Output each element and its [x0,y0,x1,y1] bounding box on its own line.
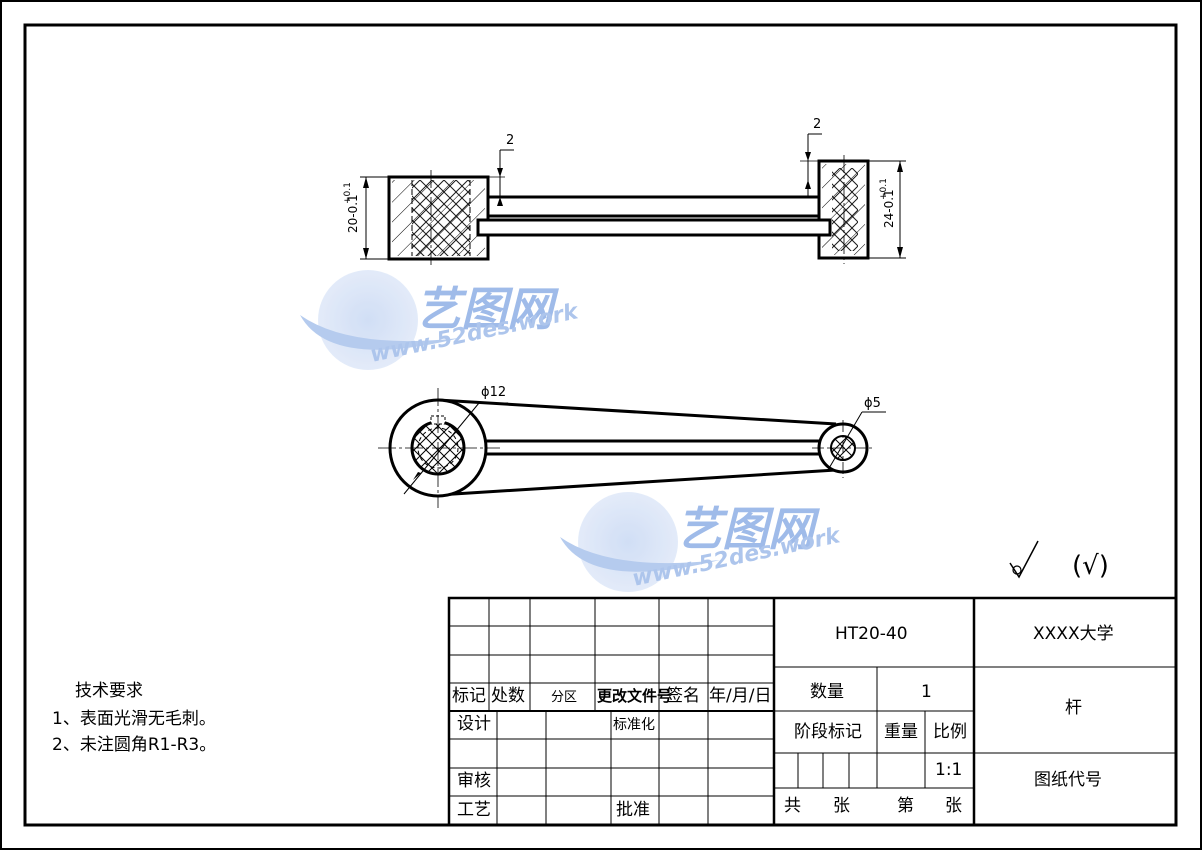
front-view: 20-0.1 +0.1 24-0.1 +0.1 2 2 [343,117,906,265]
weight-label: 重量 [884,722,918,742]
top-left-offset-dimension: 2 [506,133,514,148]
lower-rod [476,218,832,237]
right-height-dimension: 24-0.1 [882,189,896,228]
row-change-doc-label: 更改文件号 [597,687,673,705]
top-right-offset-dimension: 2 [813,117,821,132]
total-sheet-label: 张 [833,796,850,816]
title-block-grid [447,596,1178,827]
row-sign-label: 签名 [666,686,700,706]
stage-mark-label: 阶段标记 [794,722,862,742]
row-zone-label: 分区 [551,690,578,705]
quantity-value: 1 [921,682,932,702]
left-hub-section [387,175,490,261]
scale-label: 比例 [933,722,967,742]
left-hub-crosshatch [412,180,470,256]
top-view: ϕ12 ϕ5 [378,385,886,508]
review-label: 审核 [457,771,491,791]
quantity-label: 数量 [810,682,844,702]
tech-requirement-2: 2、未注圆角R1-R3。 [52,735,217,755]
page-label: 第 [897,796,914,816]
row-count-label: 处数 [491,686,525,706]
small-hole-dimension: ϕ5 [864,396,881,411]
roughness-rest: (√) [1072,551,1109,581]
upper-rod [486,195,821,218]
tech-requirement-1: 1、表面光滑无毛刺。 [52,709,216,729]
watermark-brand: 艺图网 [415,282,559,336]
process-label: 工艺 [457,800,491,820]
watermark-2: 艺图网 www.52des.work [560,492,844,592]
right-hub-crosshatch [832,168,858,251]
drawing-frame [23,23,1178,827]
scale-value: 1:1 [935,760,963,780]
material-value: HT20-40 [835,624,908,644]
row-mark-label: 标记 [452,686,486,706]
page-sheet-label: 张 [945,796,962,816]
total-label: 共 [784,796,801,816]
roughness-symbol [1009,540,1039,579]
approve-label: 批准 [616,800,650,820]
drawing-code-label: 图纸代号 [1034,770,1102,790]
left-height-dimension: 20-0.1 [346,194,360,233]
tech-requirements-title: 技术要求 [75,681,143,701]
right-height-tolerance: +0.1 [879,178,889,200]
design-label: 设计 [457,714,491,734]
big-hole-dimension: ϕ12 [481,385,506,400]
roughness-circle-icon [1012,565,1022,575]
left-height-tolerance: +0.1 [343,182,353,204]
watermark-1: 艺图网 www.52des.work [300,270,582,370]
row-date-label: 年/月/日 [709,686,772,706]
part-name: 杆 [1065,698,1082,718]
standard-label: 标准化 [613,717,655,733]
school-name: XXXX大学 [1033,624,1114,644]
watermark-brand-2: 艺图网 [676,502,820,556]
